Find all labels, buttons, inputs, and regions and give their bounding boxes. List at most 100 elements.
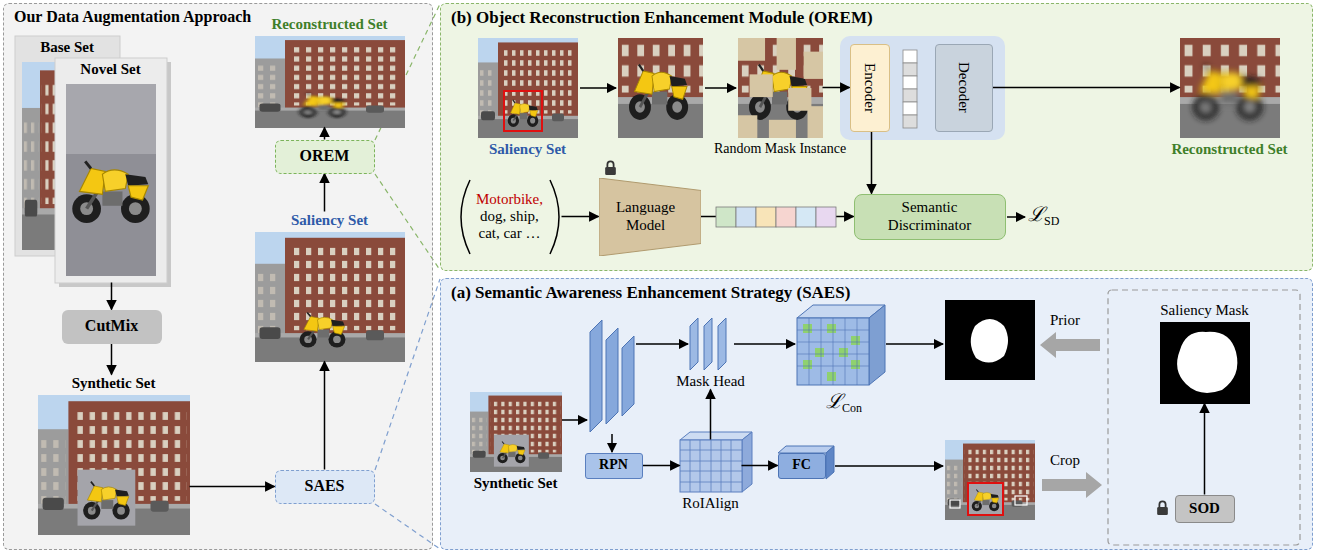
orem-illustration <box>750 74 773 97</box>
box-text: Encoder <box>861 63 878 113</box>
saes-illustration <box>971 319 1008 363</box>
zoom-lines <box>375 504 440 549</box>
label-holder: RoIAlign <box>682 495 739 512</box>
image-label: Mask Head <box>676 373 745 390</box>
saes-illustration <box>700 440 701 492</box>
orem-illustration <box>580 87 616 89</box>
token-bar <box>716 207 736 227</box>
saes-illustration <box>797 330 869 331</box>
saes-illustration <box>590 320 602 432</box>
saes-illustration <box>845 318 846 385</box>
roialign-grid: RoIAlign <box>680 440 742 492</box>
box-text: Decoder <box>955 62 972 113</box>
saes-illustration <box>797 354 869 355</box>
label-holder: Mask Head <box>676 373 745 390</box>
label-holder: Saliency Set <box>291 212 368 229</box>
saes-illustration <box>611 434 613 452</box>
image-label: Saliency Mask <box>1160 302 1249 319</box>
dataset-cards <box>55 58 167 283</box>
orem-illustration <box>903 76 917 89</box>
label-holder: Reconstructed Set <box>1171 141 1287 158</box>
trapezoid-shape <box>599 178 701 256</box>
label-holder: Random Mask Instance <box>714 141 846 157</box>
orem-illustration <box>550 180 559 254</box>
saes-illustration <box>680 482 742 483</box>
saes-illustration <box>797 342 869 343</box>
semantic-discriminator: Semantic Discriminator <box>854 194 1006 240</box>
saes-illustration <box>718 318 726 370</box>
box-text: FC <box>792 457 811 473</box>
orem-illustration <box>461 0 1317 254</box>
left-images <box>38 395 190 535</box>
flow-arrow <box>742 465 778 467</box>
orem-illustration <box>1007 216 1025 218</box>
saes-illustration <box>1157 501 1168 515</box>
saes-illustration <box>590 320 634 432</box>
saes-illustration <box>778 446 834 453</box>
saes-illustration <box>869 305 885 385</box>
saes-box: SAES <box>275 470 375 504</box>
sod-box: SOD <box>1175 495 1235 523</box>
novel-set-card: Novel Set <box>55 58 167 283</box>
reconstructed-image: Reconstructed Set <box>1180 38 1280 138</box>
orem-illustration <box>903 115 917 128</box>
loss-symbol: ℒ <box>826 387 843 414</box>
panel-grounds <box>3 3 433 550</box>
label-holder: Prior <box>1050 312 1080 329</box>
saes-illustration <box>833 318 834 385</box>
saes-illustration <box>562 344 943 466</box>
loss-symbol: ℒ <box>1028 200 1045 227</box>
flow-arrow <box>324 362 326 470</box>
image-label: Synthetic Set <box>72 375 156 392</box>
orem-box: OREM <box>275 140 375 174</box>
saes-illustration <box>690 318 726 370</box>
left-images <box>255 232 405 362</box>
label-holder: Base Set <box>40 39 94 56</box>
saes-illustration <box>968 483 1003 515</box>
saes-illustration <box>886 343 943 345</box>
saes-illustration <box>1177 332 1237 393</box>
loss-subscript: SD <box>1044 214 1059 229</box>
saes-illustration <box>950 500 960 508</box>
image-label: Reconstructed Set <box>1171 141 1287 158</box>
token-bar <box>796 207 816 227</box>
saes-illustration <box>945 440 1035 520</box>
saes-illustration <box>606 328 618 424</box>
box-text: Semantic Discriminator <box>871 199 989 234</box>
reconstructed-image: Reconstructed Set <box>255 36 405 128</box>
box-text: OREM <box>300 147 350 165</box>
saes-illustration <box>1042 472 1102 498</box>
label-holder: Synthetic Set <box>72 375 156 392</box>
flow-arrow <box>993 87 1180 89</box>
saes-illustration <box>680 432 752 440</box>
orem-illustration <box>1125 0 1317 143</box>
orem-illustration <box>504 91 542 131</box>
saes-illustration <box>809 318 810 385</box>
token-bar <box>736 207 756 227</box>
saes-panel: (a) Semantic Awareness Enhancement Strat… <box>440 278 1313 550</box>
saes-illustration <box>680 461 742 462</box>
flow-arrow <box>871 132 873 194</box>
token-bar <box>716 207 836 227</box>
language-model: Language Model <box>599 178 701 256</box>
label-holder: Novel Set <box>80 61 140 78</box>
orem-panel: (b) Object Reconstruction Enhancement Mo… <box>440 3 1313 271</box>
label-holder: Reconstructed Set <box>271 16 387 33</box>
box-text: Language Model <box>605 199 687 234</box>
panel-title: (b) Object Reconstruction Enhancement Mo… <box>451 8 1302 28</box>
saes-illustration <box>803 324 812 333</box>
orem-illustration <box>840 36 1005 140</box>
saes-illustration <box>827 324 836 333</box>
label-holder: ℒ <box>1028 200 1045 227</box>
saes-illustration <box>803 360 812 369</box>
box-text: SAES <box>304 477 344 495</box>
class-word-list: Motorbike,dog, ship, cat, car … <box>458 180 562 254</box>
mask-head-features: Mask Head <box>690 318 732 370</box>
fc-box: FC <box>778 453 826 479</box>
saes-illustration <box>826 446 834 479</box>
saes-illustration <box>622 336 634 416</box>
dataset-cards <box>72 161 149 223</box>
flow-arrow <box>324 174 326 212</box>
orem-illustration <box>478 38 578 138</box>
